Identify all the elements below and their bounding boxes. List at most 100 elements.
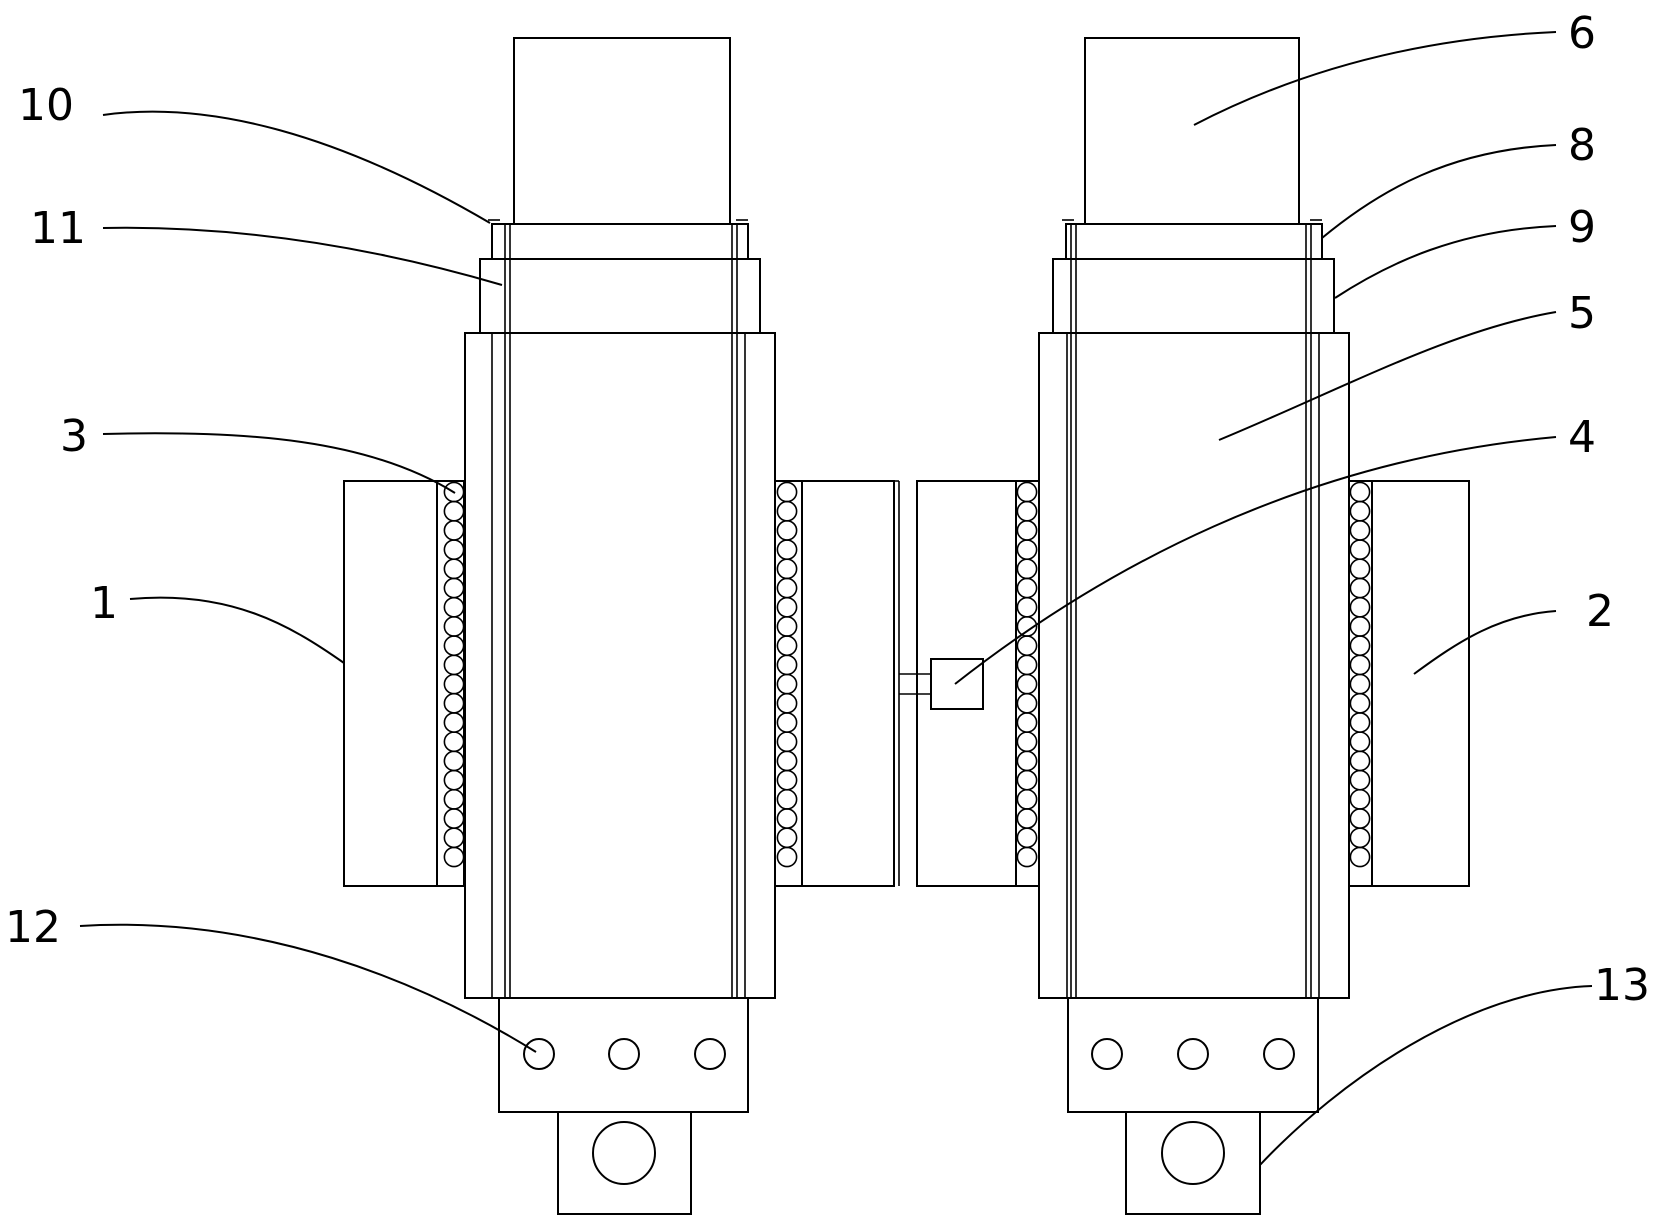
roller-ball (1349, 500, 1371, 522)
roller-ball (776, 788, 798, 810)
right-lug-hole (1161, 1121, 1225, 1185)
roller-ball (443, 827, 465, 849)
roller-ball (443, 520, 465, 541)
roller-ball (1016, 712, 1038, 733)
roller-ball (1349, 520, 1371, 541)
roller-ball (1349, 769, 1371, 791)
roller-ball (443, 769, 465, 791)
roller-ball (1349, 846, 1371, 868)
roller-ball (776, 520, 798, 541)
roller-ball (1349, 827, 1371, 849)
label-4: 4 (1568, 412, 1596, 463)
left-sleeve (464, 332, 776, 999)
leader-lines (79, 31, 1593, 1166)
leader-4 (954, 436, 1557, 685)
right-bottom-hole (1263, 1038, 1295, 1070)
leader-8 (1321, 144, 1557, 239)
roller-ball (1016, 539, 1038, 561)
left-outer-block (343, 480, 465, 887)
roller-ball (776, 808, 798, 829)
leader-13 (1259, 985, 1593, 1166)
roller-ball (1016, 654, 1038, 676)
roller-ball (1349, 616, 1371, 637)
center-left-block (801, 480, 895, 887)
roller-ball (776, 731, 798, 753)
roller-ball (1349, 692, 1371, 714)
roller-ball (443, 788, 465, 810)
sensor-box (930, 658, 984, 710)
roller-ball (1349, 673, 1371, 695)
roller-ball (1349, 750, 1371, 772)
roller-ball (443, 808, 465, 829)
roller-ball (776, 827, 798, 849)
roller-ball (776, 673, 798, 695)
label-11: 11 (30, 203, 86, 254)
left-bottom-hole (694, 1038, 726, 1070)
roller-ball (1349, 712, 1371, 733)
roller-ball (1016, 846, 1038, 868)
right-sleeve (1038, 332, 1350, 999)
roller-ball (443, 692, 465, 714)
roller-ball (443, 731, 465, 753)
roller-ball (776, 577, 798, 599)
label-8: 8 (1568, 120, 1596, 171)
roller-ball (1349, 577, 1371, 599)
right-top-cap (1084, 37, 1300, 225)
roller-ball (443, 558, 465, 580)
roller-ball (1016, 500, 1038, 522)
roller-ball (1349, 481, 1371, 503)
left-bottom-plate (498, 997, 749, 1113)
roller-ball (443, 500, 465, 522)
roller-column (776, 481, 798, 868)
roller-ball (1016, 673, 1038, 695)
roller-ball (1016, 750, 1038, 772)
roller-ball (776, 616, 798, 637)
roller-ball (443, 539, 465, 561)
leader-1 (129, 596, 345, 664)
right-bottom-plate (1067, 997, 1319, 1113)
roller-ball (443, 596, 465, 618)
roller-ball (776, 558, 798, 580)
roller-ball (776, 692, 798, 714)
left-bottom-lug (557, 1111, 692, 1215)
roller-ball (776, 635, 798, 657)
part-labels: 10 11 3 1 12 6 8 9 5 4 2 13 (5, 8, 1650, 1011)
roller-ball (1016, 635, 1038, 657)
left-collar-lower (479, 258, 761, 334)
leader-6 (1193, 31, 1557, 126)
leader-9 (1334, 225, 1557, 299)
leader-3 (102, 432, 456, 494)
leader-10 (102, 110, 491, 224)
roller-ball (776, 712, 798, 733)
label-12: 12 (5, 902, 61, 953)
right-bottom-hole (1091, 1038, 1123, 1070)
roller-ball (1349, 558, 1371, 580)
roller-ball (1349, 539, 1371, 561)
right-outer-block (1371, 480, 1470, 887)
left-top-cap (513, 37, 731, 225)
roller-ball (443, 712, 465, 733)
roller-ball (1349, 731, 1371, 753)
roller-ball (776, 846, 798, 868)
roller-ball (443, 654, 465, 676)
label-6: 6 (1568, 8, 1596, 59)
roller-ball (776, 500, 798, 522)
roller-ball (1349, 635, 1371, 657)
roller-ball (443, 577, 465, 599)
leader-2 (1413, 610, 1557, 675)
left-lug-hole (592, 1121, 656, 1185)
roller-ball (1016, 596, 1038, 618)
roller-ball (443, 846, 465, 868)
left-bottom-hole (523, 1038, 555, 1070)
leader-11 (102, 226, 503, 286)
roller-ball (1349, 788, 1371, 810)
roller-ball (1016, 481, 1038, 503)
roller-ball (776, 481, 798, 503)
leader-12 (79, 923, 537, 1053)
left-bottom-hole (608, 1038, 640, 1070)
roller-ball (1016, 558, 1038, 580)
roller-ball (1349, 808, 1371, 829)
roller-ball (1016, 808, 1038, 829)
roller-ball (776, 596, 798, 618)
